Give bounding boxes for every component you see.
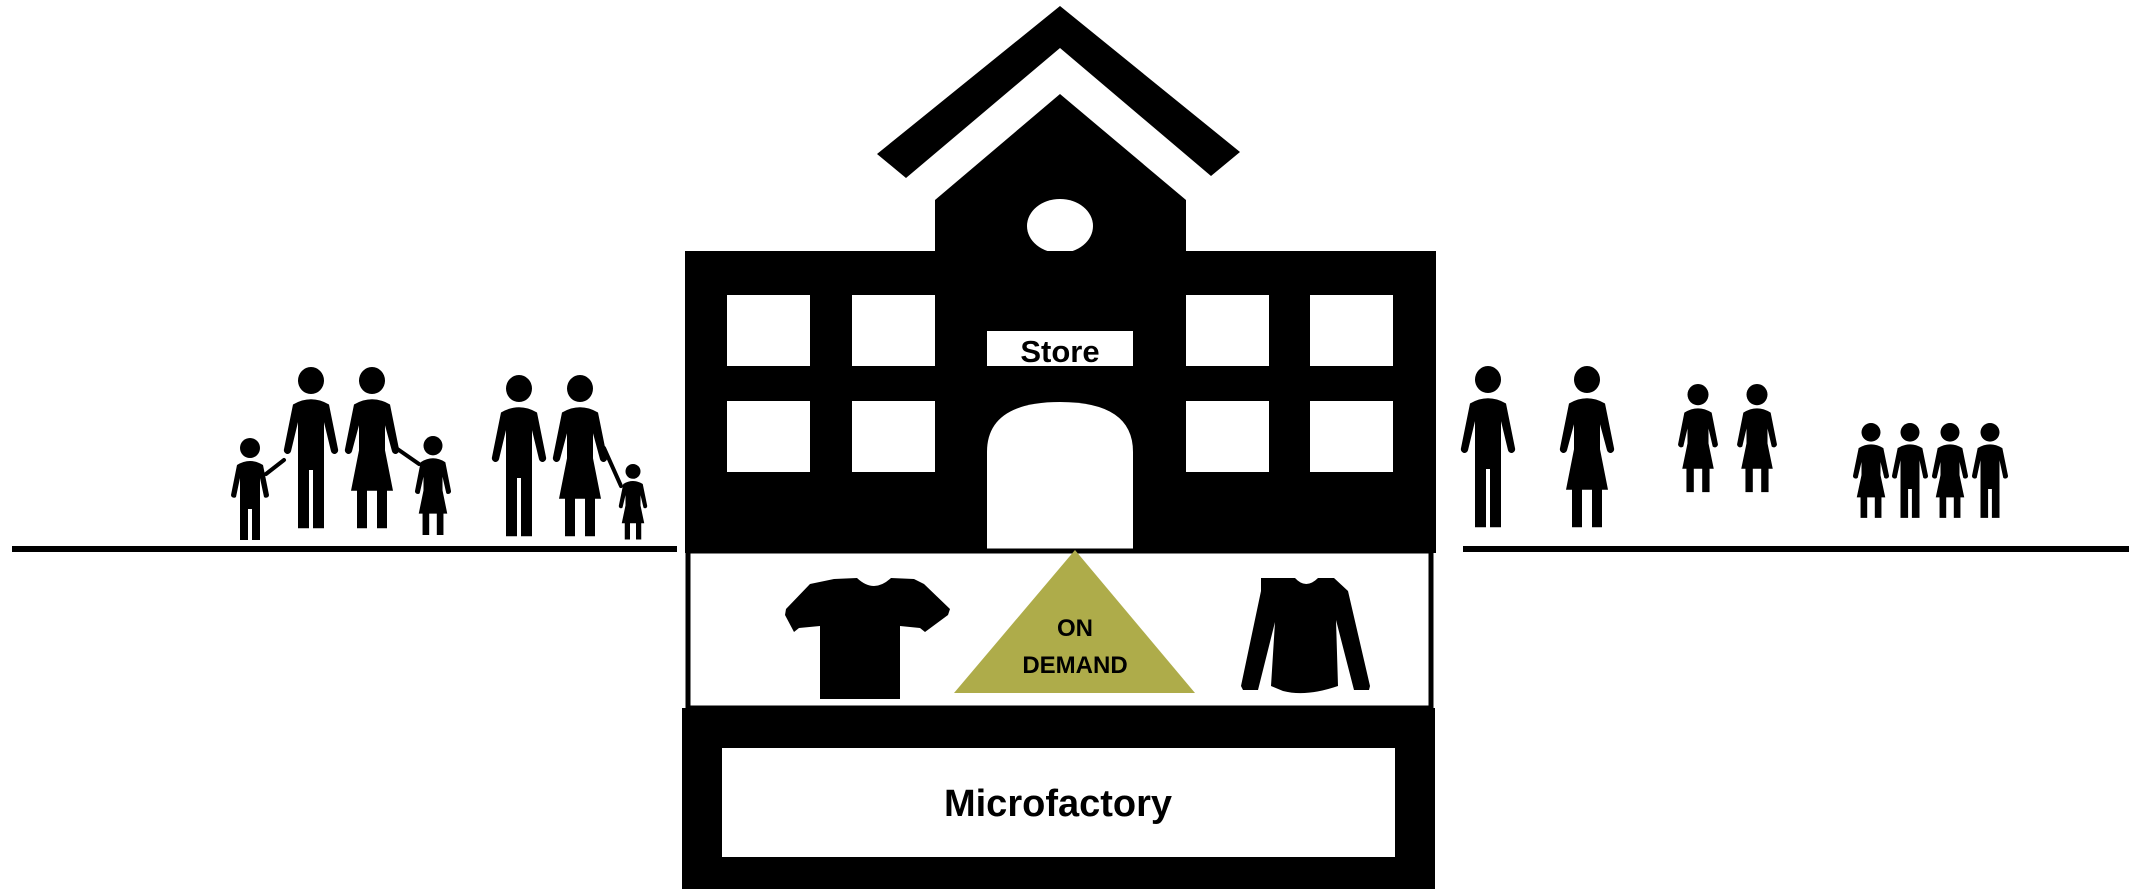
roof-chevron — [877, 6, 1240, 178]
family-group-icon — [231, 367, 648, 540]
ground-line-left — [12, 546, 677, 552]
adults-and-children-group-icon — [1460, 366, 2009, 528]
ground-line-right — [1463, 546, 2129, 552]
on-demand-label-line1: ON — [1057, 615, 1093, 642]
long-sleeve-shirt-icon — [1241, 578, 1370, 694]
t-shirt-icon — [785, 578, 950, 699]
microfactory-label: Microfactory — [944, 783, 1172, 825]
tower-window — [1027, 199, 1093, 253]
store-sign — [987, 331, 1133, 366]
on-demand-label-line2: DEMAND — [1022, 652, 1127, 679]
store-tower — [935, 94, 1186, 256]
store-windows — [727, 295, 1393, 472]
on-demand-triangle — [954, 550, 1195, 693]
store-sign-label: Store — [1020, 334, 1099, 369]
store-door — [987, 402, 1133, 553]
microfactory-panel — [722, 748, 1395, 857]
